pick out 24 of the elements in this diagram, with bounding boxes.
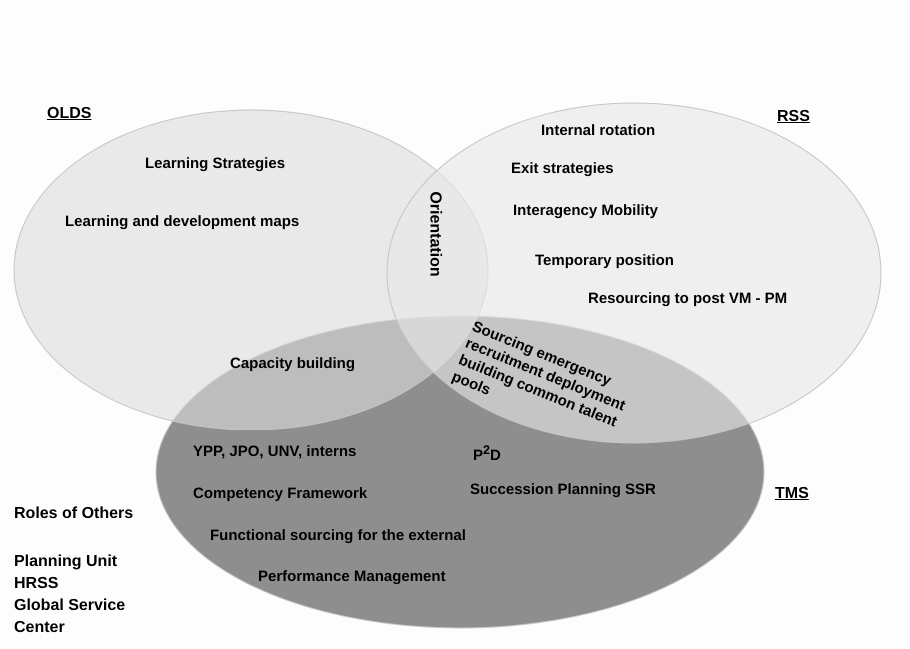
item-text: Internal rotation [541, 122, 656, 140]
item-text: Exit strategies [511, 160, 614, 178]
set-heading: TMS [775, 485, 809, 503]
side-note: Global Service Center [14, 596, 126, 638]
set-heading: RSS [777, 108, 810, 126]
item-text: Competency Framework [193, 485, 368, 503]
side-note: HRSS [14, 574, 58, 594]
item-text: Succession Planning SSR [470, 481, 656, 499]
item-text: P$^{2}$D [473, 441, 501, 465]
side-note: Planning Unit [14, 552, 118, 572]
set-heading: OLDS [47, 105, 92, 123]
overlap-text: Orientation [426, 191, 444, 277]
item-text: Learning and development maps [65, 213, 300, 231]
item-text: YPP, JPO, UNV, interns [193, 443, 356, 461]
item-text: Functional sourcing for the external [210, 527, 466, 545]
overlap-text: Capacity building [230, 355, 356, 373]
item-text: Interagency Mobility [513, 202, 658, 220]
item-text: Temporary position [535, 252, 674, 270]
venn-ellipse [156, 316, 764, 628]
item-text: Learning Strategies [145, 155, 286, 173]
venn-ellipse [386, 102, 882, 444]
side-note: Roles of Others [14, 504, 134, 524]
item-text: Resourcing to post VM - PM [588, 290, 788, 308]
item-text: Performance Management [258, 568, 446, 586]
